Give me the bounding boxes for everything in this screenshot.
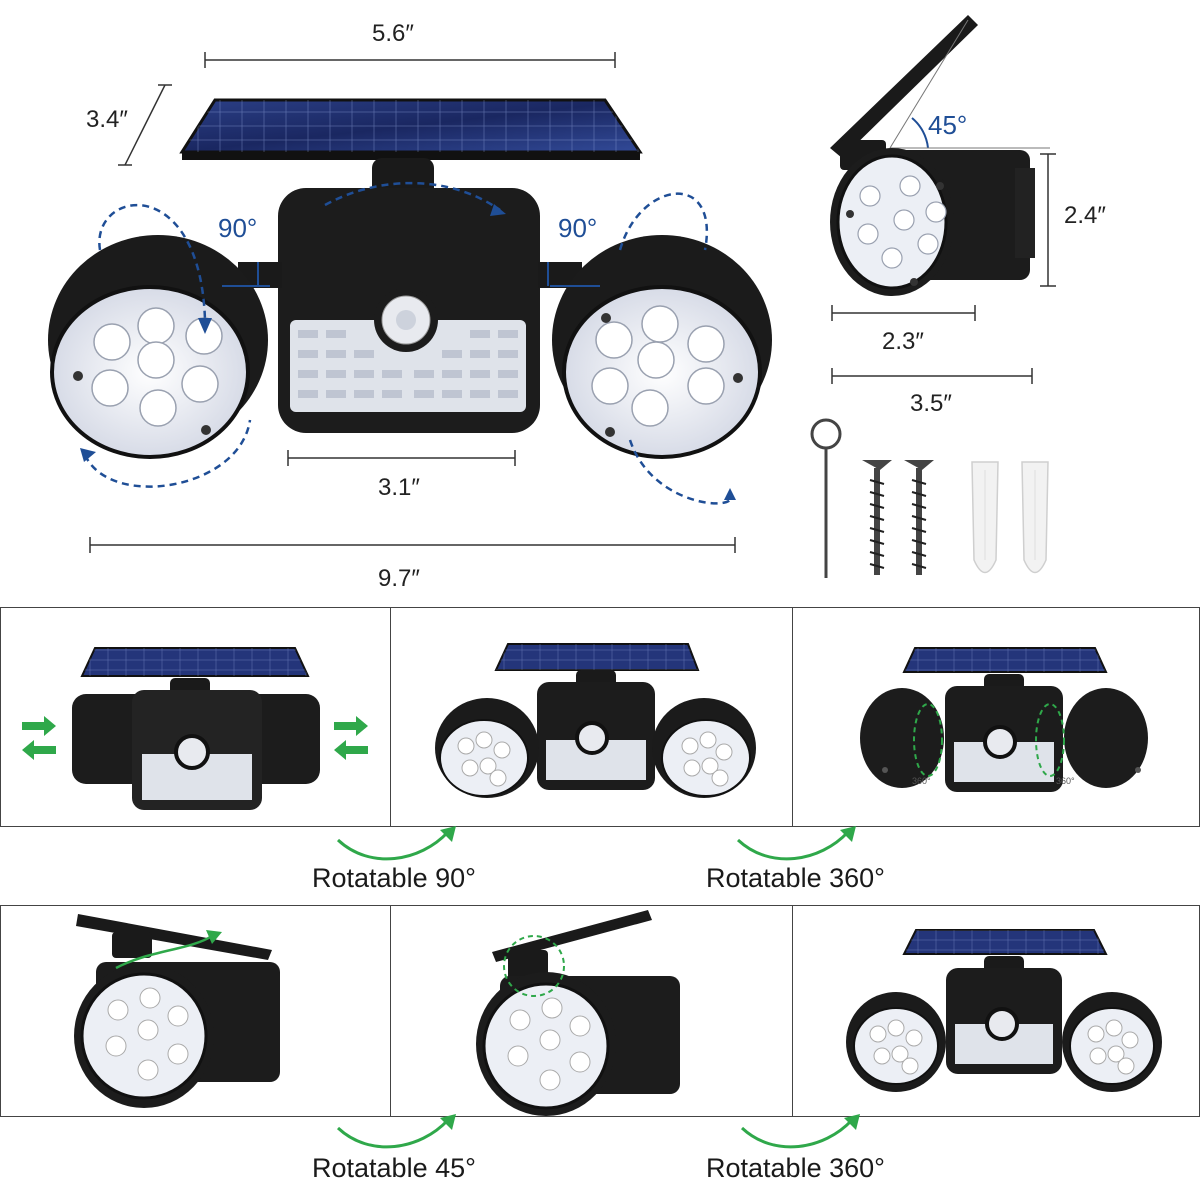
row1-small-label-b: 360° — [1056, 776, 1075, 786]
depth-label: 3.5″ — [910, 390, 952, 417]
screw-icon — [862, 460, 892, 575]
row1-caption-rotatable-90: Rotatable 90° — [312, 863, 476, 893]
head-width-label: 2.3″ — [882, 328, 924, 355]
tilt-angle-label: 45° — [928, 110, 968, 140]
panel-width-label: 5.6″ — [372, 20, 414, 47]
side-solar-panel — [830, 15, 978, 158]
side-height-label: 2.4″ — [1064, 202, 1106, 229]
row2-caption-rotatable-360: Rotatable 360° — [706, 1153, 885, 1183]
row1-caption-rotatable-360: Rotatable 360° — [706, 863, 885, 893]
row2-caption-rotatable-45: Rotatable 45° — [312, 1153, 476, 1183]
body-width-label: 3.1″ — [378, 474, 420, 501]
row1-small-label-a: 360° — [912, 776, 931, 786]
left-rotation-angle-label: 90° — [218, 213, 258, 243]
wall-anchor-icon — [971, 461, 999, 574]
pin-tool-icon — [810, 418, 842, 578]
panel-height-label: 3.4″ — [86, 106, 128, 133]
screw-icon — [904, 460, 934, 575]
right-rotation-angle-label: 90° — [558, 213, 598, 243]
total-width-label: 9.7″ — [378, 565, 420, 592]
wall-anchor-icon — [1021, 461, 1049, 574]
